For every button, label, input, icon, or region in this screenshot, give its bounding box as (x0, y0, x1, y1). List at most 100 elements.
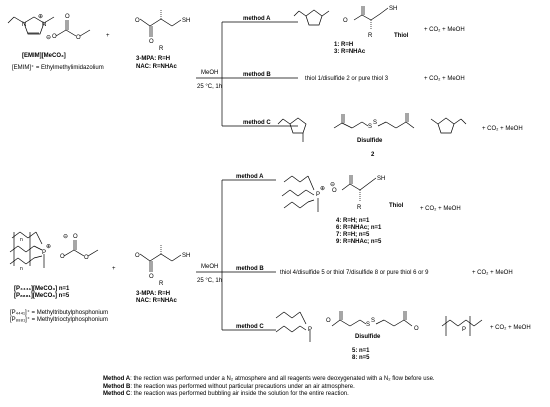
note-c-key: Method C (103, 391, 131, 398)
byproduct2-c: + CO₂ + MeOH (490, 325, 531, 331)
thiol-acid-structure (139, 9, 182, 37)
productA2-p: P (316, 192, 320, 198)
plus-sign-2: + (112, 266, 116, 272)
productA-label: Thiol (394, 33, 409, 39)
phosphonium-def-1: [P₄₄₄₁]⁺ = Methyltributylphosphonium (10, 309, 108, 316)
carbonate2-o1: O (60, 254, 65, 260)
productC-structure (277, 113, 467, 142)
productA2-structure (281, 175, 377, 212)
phosphonium-p: P (42, 250, 46, 256)
conditions-temp: 25 °C, 1h (197, 84, 222, 90)
plus-sign-1: + (106, 33, 110, 39)
emim-charge: ⊕ (38, 14, 43, 20)
phosphonium-def-2: [P₈₈₈₁]⁺ = Methyltrioctylphosphonium (10, 316, 108, 323)
productC2-label: Disulfide (355, 334, 381, 340)
byproduct-b: + CO₂ + MeOH (424, 76, 465, 82)
note-a: Method A: the rection was performed unde… (103, 376, 543, 384)
reactant2b-line-2: NAC: R=NHAc (136, 298, 178, 304)
methylcarbonate-anion-structure (55, 20, 91, 37)
method2-b-label: method B (236, 266, 264, 272)
emim-definition: [EMIM]⁺ = Ethylmethylimidazolium (12, 64, 104, 71)
note-b-text: : the reaction was performed without par… (130, 383, 355, 390)
byproduct-c: + CO₂ + MeOH (482, 126, 523, 132)
acid2-r: R (159, 281, 164, 287)
reactant2-line-2: NAC: R=NHAc (136, 64, 178, 70)
productA-o: O (343, 18, 348, 24)
disulfide-s1: S (368, 124, 372, 130)
carbonate2-charge: ⊖ (63, 234, 68, 240)
productC2-structure (275, 311, 483, 342)
note-c: Method C: the reaction was performed bub… (103, 391, 543, 399)
productA2-charge: ⊕ (320, 186, 325, 192)
productC2-p1: P (308, 327, 312, 333)
conditions2-solvent: MeOH (201, 264, 218, 270)
productA-line-1: 1: R=H (334, 42, 353, 48)
note-a-text: : the rection was performed under a N₂ a… (130, 376, 435, 382)
note-b-key: Method B (103, 383, 131, 390)
productC2-line-2: 8: n=5 (352, 355, 370, 361)
phosphonium-salt-line-2: [P₈₈₈₁][MeCO₃] n=5 (14, 293, 70, 299)
byproduct2-a: + CO₂ + MeOH (420, 206, 461, 212)
carbonate-o2: O (65, 14, 70, 20)
byproduct-a: + CO₂ + MeOH (424, 27, 465, 33)
productA2-line-2: 6: R=NHAc; n=1 (336, 225, 382, 231)
productC-number: 2 (371, 152, 375, 158)
method2-c-label: method C (236, 324, 264, 330)
note-b: Method B: the reaction was performed wit… (103, 384, 543, 392)
emim-salt-name: [EMIM][MeCO₃] (22, 53, 66, 59)
note-a-key: Method A (103, 376, 131, 382)
emim-n2: N (22, 22, 26, 28)
carbonate-o3: O (76, 35, 81, 41)
disulfide-s2: S (373, 120, 377, 126)
productB2-text: thiol 4/disulfide 5 or thiol 7/disulfide… (280, 270, 429, 276)
acid2-oh: O (135, 253, 140, 259)
byproduct2-b: + CO₂ + MeOH (472, 270, 513, 276)
phosphonium-cation-structure (9, 231, 45, 268)
acid-oh: O (135, 18, 140, 24)
phosphonium-salt-line-1: [P₄₄₄₁][MeCO₃] n=1 (14, 286, 70, 292)
productA-sh: SH (389, 6, 397, 12)
productA2-ocharge: ⊖ (330, 182, 335, 188)
productA-line-2: 3: R=NHAc (334, 49, 366, 55)
emim-n1: N (42, 22, 46, 28)
phosphonium-charge: ⊕ (46, 244, 51, 250)
productC2-line-1: 5: n=1 (352, 348, 370, 354)
carbonate2-o3: O (84, 255, 89, 261)
conditions-solvent: MeOH (201, 70, 218, 76)
carbonate-charge: ⊖ (46, 35, 51, 41)
reactant2b-line-1: 3-MPA: R=H (136, 291, 170, 297)
productC2-p2: P (462, 327, 466, 333)
conditions2-temp: 25 °C, 1h (197, 278, 222, 284)
productA2-sh: SH (377, 176, 385, 182)
acid2-sh: SH (182, 253, 190, 259)
acid-sh: SH (182, 18, 190, 24)
method2-a-label: method A (236, 174, 264, 180)
productA-structure (293, 6, 389, 30)
productA-r: R (368, 33, 373, 39)
method-c-label: method C (243, 120, 271, 126)
phosphonium-n2: n (20, 266, 23, 272)
phosphonium-n1: n (20, 237, 23, 243)
productC2-o1: O (326, 318, 331, 324)
method-b-label: method B (243, 72, 271, 78)
disulfide2-s1: S (366, 322, 370, 328)
thiol-acid-2-structure (139, 244, 182, 272)
productA2-line-4: 9: R=NHAc; n=5 (336, 239, 382, 245)
emim-cation-structure (7, 16, 55, 35)
productA2-r: R (357, 205, 362, 211)
note-c-text: : the reaction was performed bubbling ai… (130, 391, 349, 398)
method-notes: Method A: the rection was performed unde… (103, 376, 543, 399)
acid2-o: O (149, 274, 154, 280)
acid-r: R (159, 46, 164, 52)
productC-label: Disulfide (357, 138, 383, 144)
acid-o: O (149, 39, 154, 45)
disulfide2-s2: S (371, 318, 375, 324)
productA2-o: O (332, 188, 337, 194)
productB-text: thiol 1/disulfide 2 or pure thiol 3 (305, 76, 389, 82)
methylcarbonate-anion-2-structure (63, 240, 99, 257)
productA2-label: Thiol (389, 203, 404, 209)
method-a-label: method A (243, 16, 271, 22)
productA2-line-1: 4: R=H; n=1 (336, 218, 370, 224)
carbonate-o1: O (52, 34, 57, 40)
